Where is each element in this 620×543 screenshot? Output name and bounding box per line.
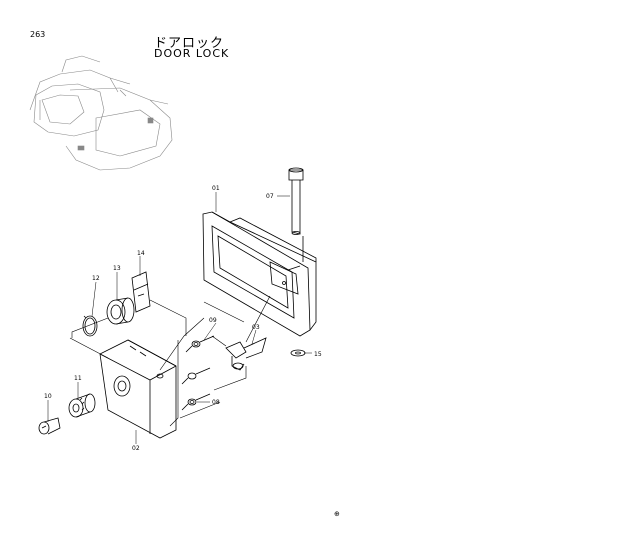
title-english: DOOR LOCK [154,47,230,60]
callout-09: 09 [209,317,217,324]
part-07-bolt [288,167,304,262]
callout-12: 12 [92,275,100,282]
callout-01: 01 [212,185,220,192]
callout-13: 13 [113,265,121,272]
callout-02: 02 [132,445,140,452]
registration-mark: ⊕ [334,510,340,518]
callout-10: 10 [44,393,52,400]
callout-03: 03 [252,324,260,331]
callout-15: 15 [314,351,322,358]
assembly-lines [69,295,271,427]
callout-14: 14 [137,250,145,257]
title-japanese: ドアロック [154,36,225,51]
part-02-lock-body [99,339,177,439]
part-09-spring [185,335,215,353]
leader-lines [47,192,312,444]
part-15-washer [290,349,306,357]
excavator-thumbnail [29,55,173,171]
part-13-seal [106,297,135,325]
part-10-key [38,417,61,435]
part-08-spring [181,367,211,411]
callout-08: 08 [212,399,220,406]
page-number: 263 [30,30,46,39]
part-12-snap-ring [82,315,98,337]
callout-07: 07 [266,193,274,200]
part-11-cylinder [68,393,96,418]
part-03-latch [225,337,267,371]
part-01-cover [202,211,317,337]
callout-11: 11 [74,375,82,382]
part-14-plate [131,271,151,313]
